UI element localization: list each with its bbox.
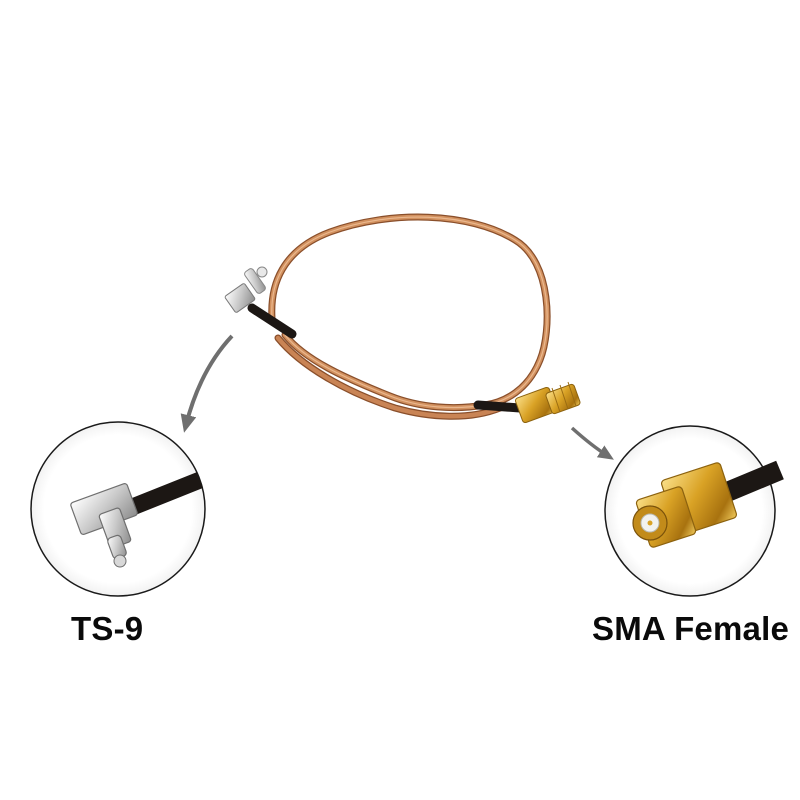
arrow-to-sma bbox=[570, 426, 614, 460]
sma-female-label: SMA Female bbox=[592, 610, 790, 647]
ts9-label: TS-9 bbox=[71, 610, 144, 647]
arrow-to-ts9 bbox=[180, 334, 234, 433]
sma-connector bbox=[473, 381, 581, 424]
sma-detail-circle bbox=[604, 425, 784, 597]
ts9-connector bbox=[224, 266, 297, 339]
coax-cable bbox=[268, 213, 551, 420]
ts9-detail-circle bbox=[30, 421, 206, 597]
